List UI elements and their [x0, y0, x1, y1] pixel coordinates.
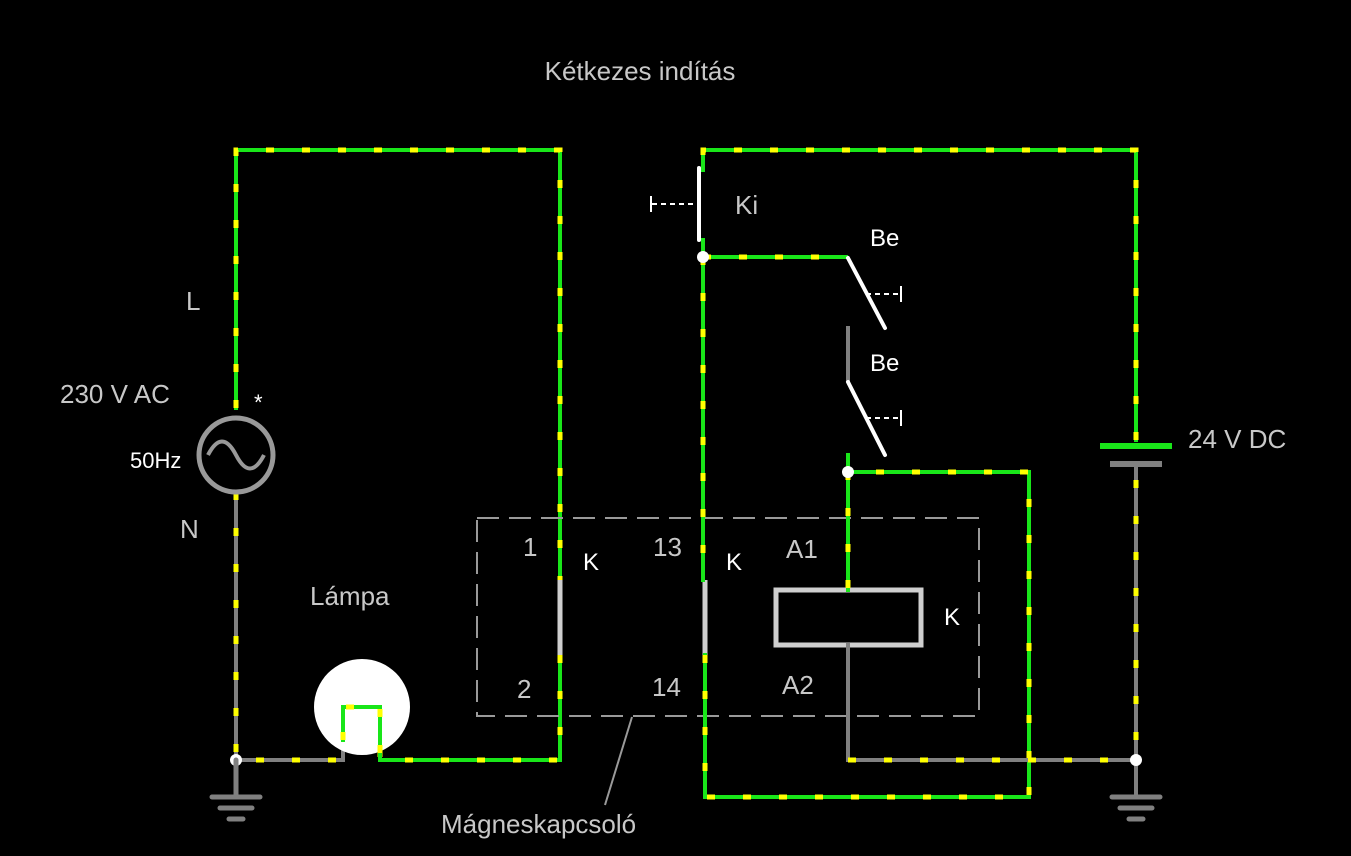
- junction-node: [1130, 754, 1142, 766]
- wire-aux-return-dots: [702, 469, 1032, 800]
- wire-coil-return: [846, 643, 1138, 762]
- ac-source: L N 230 V AC 50Hz *: [60, 286, 276, 544]
- phase-label: L: [186, 286, 200, 316]
- diagram-title: Kétkezes indítás: [545, 56, 736, 86]
- start-button-2-label: Be: [870, 350, 899, 377]
- stop-button[interactable]: Ki: [650, 166, 758, 242]
- contactor-coil: [773, 587, 924, 648]
- dc-circuit: Ki Be Be 24 V DC: [650, 147, 1286, 822]
- ground-icon: [1109, 794, 1163, 822]
- start-button-2[interactable]: Be: [846, 350, 902, 457]
- junction-node: [842, 466, 854, 478]
- dc-source: 24 V DC: [1100, 424, 1286, 467]
- aux-contact-bottom: 14: [652, 672, 681, 702]
- wire-stop-to-start: [701, 238, 848, 259]
- voltage-label: 230 V AC: [60, 379, 170, 409]
- main-contact-bottom: 2: [517, 674, 531, 704]
- stop-button-label: Ki: [735, 190, 758, 220]
- lamp-filament: [341, 705, 382, 762]
- aux-contact-top: 13: [653, 532, 682, 562]
- contactor-label: Mágneskapcsoló: [441, 809, 636, 839]
- coil-bottom-label: A2: [782, 670, 814, 700]
- lamp-label: Lámpa: [310, 581, 390, 611]
- contactor-housing: [476, 517, 980, 717]
- dc-source-label: 24 V DC: [1188, 424, 1286, 454]
- wire-dc-positive-dots: [700, 147, 1139, 440]
- wire-dc-positive: [701, 148, 1138, 442]
- wire-phase: [234, 148, 562, 582]
- wire-phase-dots: [233, 147, 563, 580]
- main-contact-name: K: [583, 549, 599, 576]
- coil-top-label: A1: [786, 534, 818, 564]
- source-marker: *: [254, 390, 263, 415]
- ground-icon: [209, 754, 263, 822]
- start-button-1[interactable]: Be: [846, 225, 902, 330]
- frequency-label: 50Hz: [130, 448, 181, 473]
- aux-contact-name: K: [726, 549, 742, 576]
- junction-node: [697, 251, 709, 263]
- contactor: 1 2 K 13 14 K A1 A2 K Mágneskapcsoló: [441, 517, 980, 839]
- sine-wave-icon: [206, 439, 266, 471]
- contactor-leader: [604, 716, 633, 806]
- ac-circuit: L N 230 V AC 50Hz * Lámpa: [60, 147, 563, 822]
- lamp: Lámpa: [310, 581, 410, 762]
- start-button-1-label: Be: [870, 225, 899, 252]
- coil-name: K: [944, 604, 960, 631]
- main-contact-top: 1: [523, 532, 537, 562]
- neutral-label: N: [180, 514, 199, 544]
- wire-aux-return: [703, 470, 1031, 799]
